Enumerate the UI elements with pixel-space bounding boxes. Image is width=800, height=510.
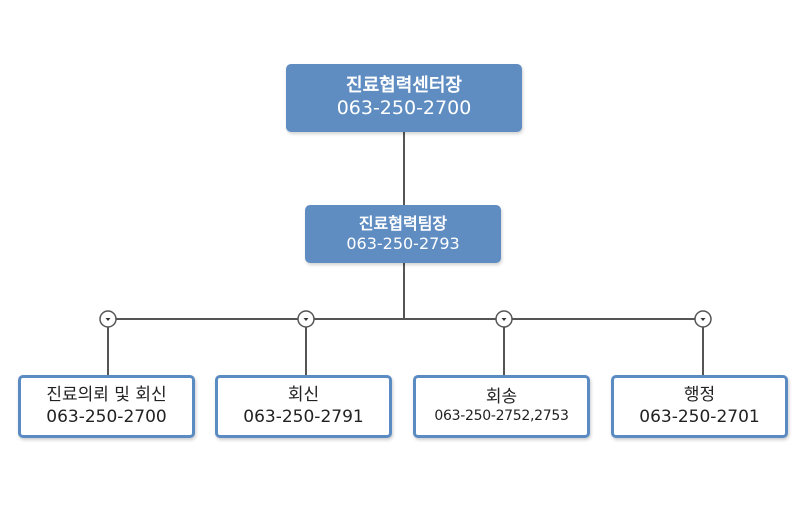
unit-name: 회송: [485, 387, 518, 408]
unit-box-return: 회송 063-250-2752,2753: [413, 375, 590, 438]
toggle-unit-3[interactable]: [495, 310, 513, 328]
toggle-unit-1[interactable]: [99, 310, 117, 328]
toggle-unit-4[interactable]: [694, 310, 712, 328]
unit-box-referral: 진료의뢰 및 회신 063-250-2700: [18, 375, 195, 438]
unit-phone: 063-250-2701: [639, 406, 760, 427]
unit-box-admin: 행정 063-250-2701: [611, 375, 788, 438]
unit-name: 행정: [683, 385, 716, 406]
unit-name: 진료의뢰 및 회신: [46, 385, 167, 406]
chevron-down-icon: [303, 318, 309, 321]
chevron-down-icon: [700, 318, 706, 321]
unit-phone: 063-250-2791: [243, 406, 364, 427]
team-lead-title: 진료협력팀장: [358, 214, 448, 233]
team-lead-phone: 063-250-2793: [346, 234, 460, 253]
chevron-down-icon: [105, 318, 111, 321]
chevron-down-icon: [501, 318, 507, 321]
unit-phone: 063-250-2752,2753: [434, 408, 569, 425]
director-phone: 063-250-2700: [336, 97, 472, 120]
director-title: 진료협력센터장: [346, 74, 462, 96]
unit-box-reply: 회신 063-250-2791: [215, 375, 392, 438]
unit-phone: 063-250-2700: [46, 406, 167, 427]
team-lead-box: 진료협력팀장 063-250-2793: [305, 205, 501, 263]
director-box: 진료협력센터장 063-250-2700: [286, 64, 522, 132]
toggle-unit-2[interactable]: [297, 310, 315, 328]
unit-name: 회신: [287, 385, 320, 406]
